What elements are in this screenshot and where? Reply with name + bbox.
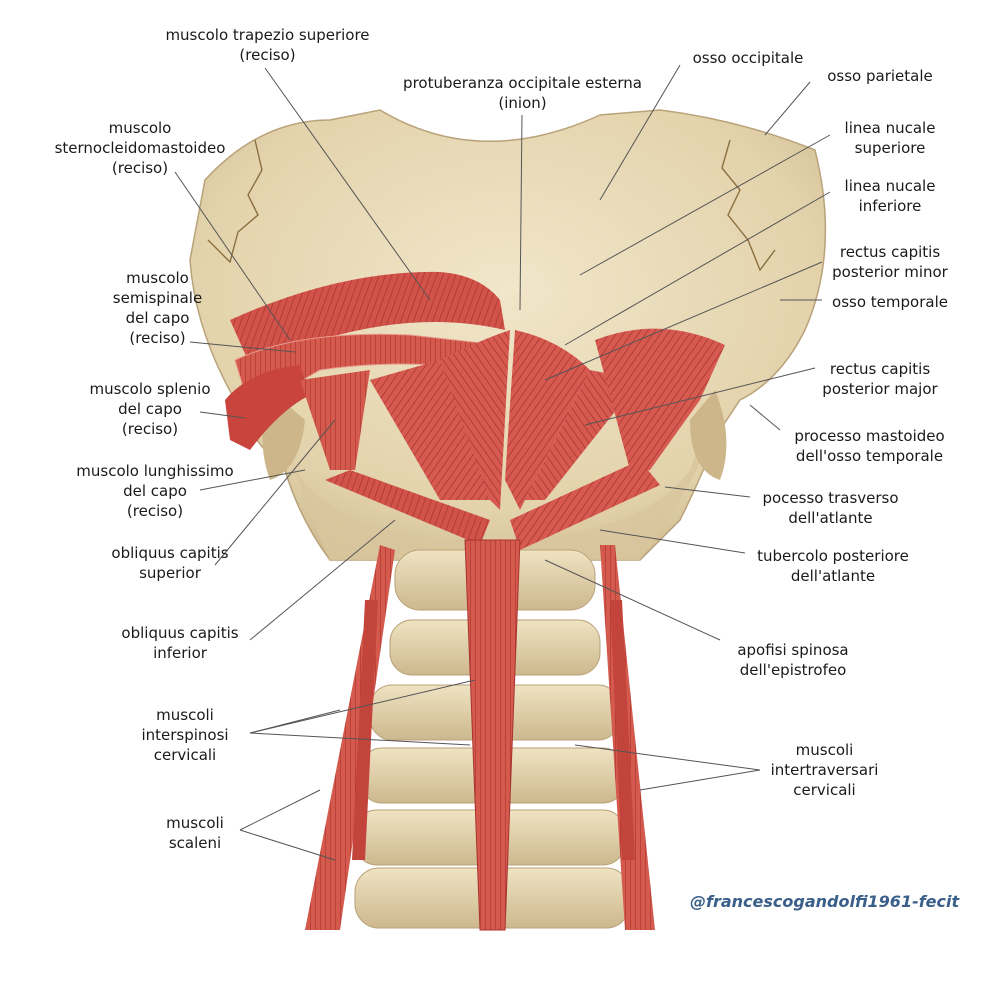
label-intertraversari: muscoli intertraversari cervicali: [770, 741, 879, 799]
label-sternocleidomastoideo: muscolo sternocleidomastoideo (reciso): [54, 119, 226, 177]
label-tubercolo-posteriore: tubercolo posteriore dell'atlante: [757, 547, 909, 585]
label-linea-nucale-superiore: linea nucale superiore: [844, 119, 936, 157]
label-processo-mastoideo: processo mastoideo dell'osso temporale: [794, 427, 945, 465]
rect-minor-right: [505, 330, 590, 510]
label-interspinosi: muscoli interspinosi cervicali: [141, 706, 229, 764]
label-processo-trasverso: pocesso trasverso dell'atlante: [762, 489, 899, 527]
interspinous-muscles: [464, 539, 521, 931]
mastoid-right: [690, 390, 727, 480]
label-apofisi-spinosa: apofisi spinosa dell'epistrofeo: [737, 641, 849, 679]
lambdoid-suture-right: [721, 139, 776, 272]
splenius-left: [225, 365, 310, 450]
label-osso-temporale: osso temporale: [832, 293, 948, 311]
intertransverse-right: [610, 600, 635, 860]
label-osso-occipitale: osso occipitale: [692, 49, 804, 67]
lambdoid-suture-left: [207, 139, 263, 264]
label-osso-parietale: osso parietale: [827, 67, 933, 85]
intertransverse-left: [352, 600, 378, 860]
label-obliquus-inferior: obliquus capitis inferior: [121, 624, 239, 662]
label-lunghissimo: muscolo lunghissimo del capo (reciso): [76, 462, 234, 520]
label-protuberanza: protuberanza occipitale esterna (inion): [403, 74, 642, 112]
label-scaleni: muscoli scaleni: [166, 814, 224, 852]
obl-sup-right: [595, 328, 725, 470]
rect-major-right: [525, 370, 640, 500]
leader-lines: [174, 64, 831, 861]
author-credit: @francescogandolfi1961-fecit: [690, 892, 960, 911]
obl-inf-right: [510, 460, 660, 550]
label-semispinale: muscolo semispinale del capo (reciso): [112, 269, 203, 347]
label-linea-nucale-inferiore: linea nucale inferiore: [844, 177, 936, 215]
obl-inf-left: [325, 470, 490, 545]
label-rectus-minor: rectus capitis posterior minor: [832, 243, 948, 281]
rect-major-left: [370, 360, 490, 500]
rect-minor-left: [440, 330, 510, 510]
label-splenio: muscolo splenio del capo (reciso): [89, 380, 211, 438]
label-obliquus-superior: obliquus capitis superior: [111, 544, 229, 582]
label-rectus-major: rectus capitis posterior major: [822, 360, 938, 398]
label-trapezio: muscolo trapezio superiore (reciso): [165, 26, 370, 64]
